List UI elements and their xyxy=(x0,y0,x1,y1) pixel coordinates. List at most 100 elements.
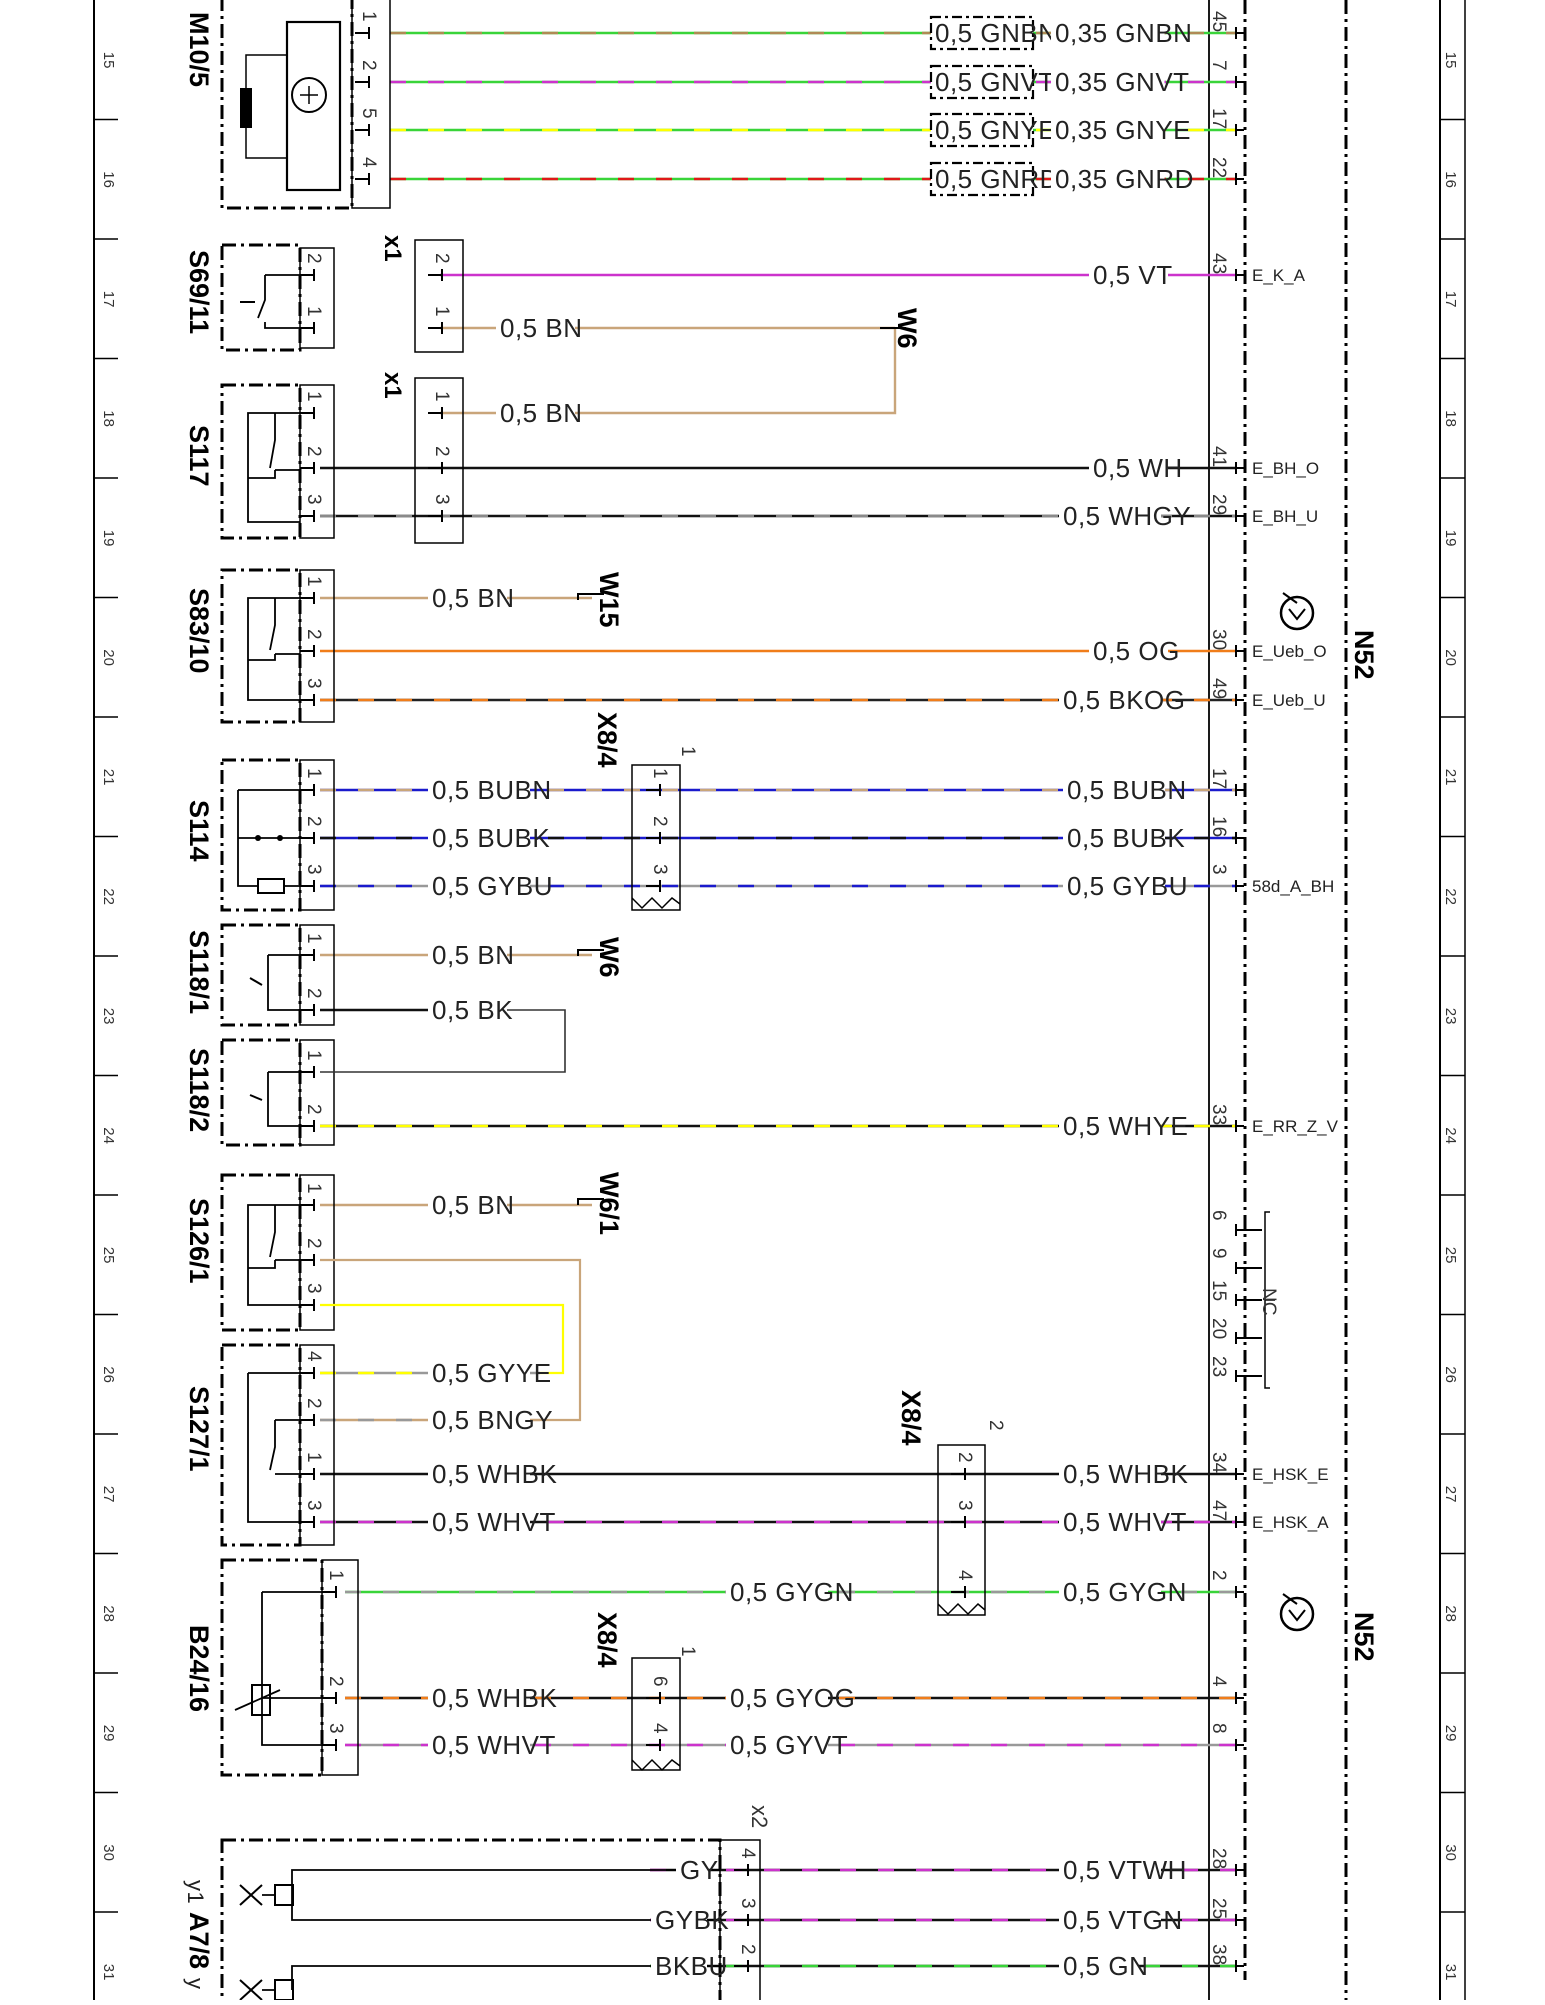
wire-label: 0,5 BN xyxy=(500,313,583,343)
connector-pin: 2 xyxy=(954,1452,975,1463)
nc-pin: 6 xyxy=(1208,1210,1229,1221)
component-pin: 1 xyxy=(303,1183,324,1194)
row-number: 20 xyxy=(100,649,117,666)
row-number: 26 xyxy=(100,1366,117,1383)
wire-label: 0,5 BUBN xyxy=(1067,775,1187,805)
splice-w6 xyxy=(868,328,897,415)
component-pin: 2 xyxy=(303,1398,324,1409)
component-pin: 1 xyxy=(303,933,324,944)
ground-label: W6 xyxy=(892,308,922,349)
splice-lines xyxy=(320,593,604,1422)
controller-signal: E_K_A xyxy=(1252,266,1306,285)
connector-pin: 3 xyxy=(954,1500,975,1511)
ground-label: W6 xyxy=(594,937,624,978)
connector-number: 1 xyxy=(677,1646,698,1657)
connector-label: x1 xyxy=(379,235,406,262)
component-pin: 1 xyxy=(358,11,379,22)
nc-pin-tick xyxy=(1235,1262,1262,1274)
wire-label: GYBK xyxy=(655,1905,729,1935)
wire-label: 0,5 WHVT xyxy=(1063,1507,1187,1537)
row-number: 25 xyxy=(1442,1247,1459,1264)
connector-pin: 3 xyxy=(431,494,452,505)
nc-pin-tick xyxy=(1235,1332,1262,1344)
controller-label: N52 xyxy=(1349,1612,1379,1662)
nc-pin-tick xyxy=(1235,1294,1262,1306)
connector-label: X8/4 xyxy=(592,1612,622,1668)
component-pin: 3 xyxy=(303,864,324,875)
connector-label: x1 xyxy=(379,372,406,399)
connector-pin: 2 xyxy=(737,1944,758,1955)
connector-number: 1 xyxy=(677,746,698,757)
ground-label: W15 xyxy=(594,572,624,628)
wire-label: 0,5 BUBK xyxy=(1067,823,1185,853)
wire-label: 0,5 GNYE xyxy=(935,115,1056,145)
wire-label: 0,5 WHVT xyxy=(432,1730,556,1760)
wire-label: 0,35 GNRD xyxy=(1055,164,1194,194)
wire-label: GY xyxy=(680,1855,719,1885)
component-pin: 2 xyxy=(303,816,324,827)
controller-signal: E_Ueb_U xyxy=(1252,691,1326,710)
wire-label: 0,5 GYYE xyxy=(432,1358,552,1388)
wire-label: 0,5 WHGY xyxy=(1063,501,1191,531)
wire-label: BKBU xyxy=(655,1951,728,1981)
wire-label: 0,5 WHBK xyxy=(432,1459,558,1489)
component-suffix: y xyxy=(183,1978,208,1990)
controller-pin: 3 xyxy=(1208,864,1229,875)
wire-label: 0,5 GNRD xyxy=(935,164,1059,194)
connector-pin: 3 xyxy=(737,1898,758,1909)
component-prefix: y1 xyxy=(183,1880,208,1904)
component-pin: 1 xyxy=(303,1452,324,1463)
wire-label: 0,5 GYGN xyxy=(730,1577,854,1607)
row-number: 30 xyxy=(100,1844,117,1861)
component-pin: 3 xyxy=(303,494,324,505)
controller-signal: E_Ueb_O xyxy=(1252,642,1327,661)
controller-signal: E_HSK_E xyxy=(1252,1465,1329,1484)
connector-label: x2 xyxy=(747,1805,772,1828)
nc-pin: 9 xyxy=(1208,1248,1229,1259)
wire-label: 0,5 VT xyxy=(1093,260,1173,290)
controller-pin: 38 xyxy=(1208,1944,1229,1965)
component-label: S117 xyxy=(184,425,214,487)
wire-label: 0,5 GYBU xyxy=(432,871,553,901)
component-pin: 1 xyxy=(303,576,324,587)
ground-icon xyxy=(1279,1593,1315,1632)
wire-label: 0,5 WHBK xyxy=(432,1683,558,1713)
component-label: S114 xyxy=(184,800,214,862)
wire-label: 0,35 GNYE xyxy=(1055,115,1191,145)
component-label: S83/10 xyxy=(184,588,214,674)
ground-label: W6/1 xyxy=(594,1172,624,1235)
wire-label: 0,5 BN xyxy=(432,583,515,613)
row-number: 31 xyxy=(100,1964,117,1981)
controller-signal: E_RR_Z_V xyxy=(1252,1117,1339,1136)
component-label: B24/16 xyxy=(184,1625,214,1712)
component-label: S126/1 xyxy=(184,1198,214,1284)
component-pin: 2 xyxy=(358,60,379,71)
controller-pin: 47 xyxy=(1208,1500,1229,1521)
component-pin: 2 xyxy=(325,1676,346,1687)
controller-pin: 17 xyxy=(1208,108,1229,129)
component-pin: 1 xyxy=(303,306,324,317)
connector-pin: 1 xyxy=(431,391,452,402)
controller-pin: 28 xyxy=(1208,1848,1229,1869)
row-number: 18 xyxy=(1442,410,1459,427)
inline-connectors xyxy=(414,239,986,1772)
component-label: S118/1 xyxy=(184,930,214,1014)
controller-pin: 2 xyxy=(1208,1570,1229,1581)
wire-label: 0,5 WHBK xyxy=(1063,1459,1189,1489)
nc-pin: 20 xyxy=(1208,1318,1229,1339)
wire-label: 0,5 BUBN xyxy=(432,775,552,805)
controller-pin: 4 xyxy=(1208,1676,1229,1687)
connector-pin: 6 xyxy=(649,1676,670,1687)
component-pin: 2 xyxy=(303,253,324,264)
controller-pin: 30 xyxy=(1208,629,1229,650)
controller-signal: E_HSK_A xyxy=(1252,1513,1329,1532)
component-pin: 4 xyxy=(358,157,379,168)
wire-label: 0,5 VTGN xyxy=(1063,1905,1183,1935)
component-pin: 4 xyxy=(303,1351,324,1362)
wire-label: 0,5 GYOG xyxy=(730,1683,855,1713)
connector-pin: 2 xyxy=(431,446,452,457)
wire-label: 0,5 BKOG xyxy=(1063,685,1186,715)
wire-label: 0,5 BN xyxy=(432,1190,515,1220)
